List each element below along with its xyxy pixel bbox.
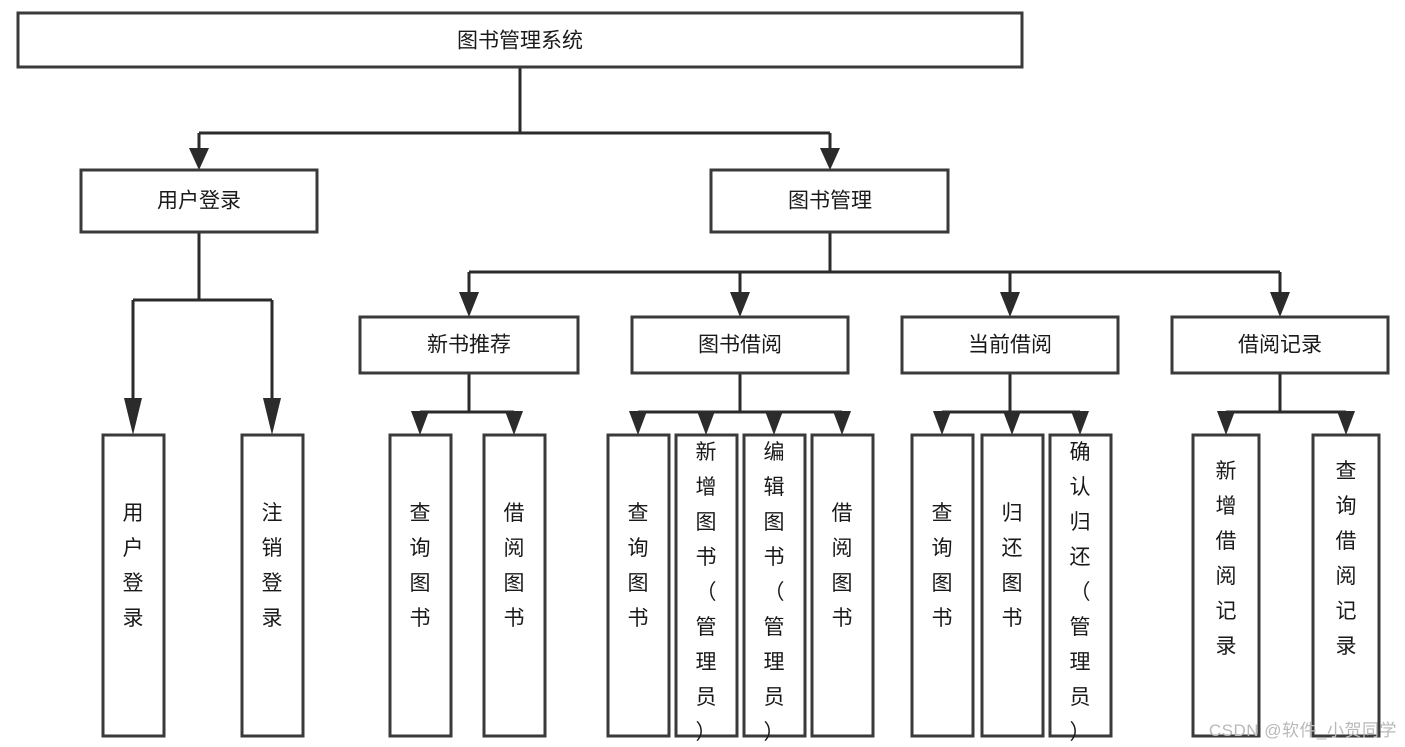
arrow-leaf-add-record [1217, 411, 1235, 435]
node-user-login-box[interactable] [79, 168, 319, 234]
leaf-borrow-book-recommend-box[interactable] [482, 433, 547, 738]
node-root[interactable]: 图书管理系统 [16, 11, 1024, 69]
arrow-book-borrow [730, 292, 750, 317]
arrow-leaf-query-book-1 [411, 411, 429, 435]
leaf-return-book-label: 归还图书 [1002, 502, 1023, 630]
arrow-leaf-query-book-3 [933, 411, 951, 435]
leaf-logout-box[interactable] [240, 433, 305, 738]
node-root-box[interactable] [16, 11, 1024, 69]
leaf-query-borrow-record-label: 查询借阅记录 [1336, 460, 1357, 658]
node-current-borrow-label: 当前借阅 [968, 334, 1052, 357]
leaf-confirm-return[interactable]: 确认归还（管理员） [1048, 433, 1113, 744]
leaf-borrow-book-box[interactable] [810, 433, 875, 738]
arrow-leaf-borrow-book-2 [833, 411, 851, 435]
node-user-login-label: 用户登录 [157, 190, 241, 213]
leaf-return-book-box[interactable] [980, 433, 1045, 738]
node-book-manage-box[interactable] [709, 168, 950, 234]
arrow-book-manage [820, 148, 840, 170]
arrow-leaf-user-login [124, 398, 142, 435]
leaf-add-borrow-record-label: 新增借阅记录 [1216, 460, 1237, 658]
node-book-manage[interactable]: 图书管理 [709, 168, 950, 234]
node-borrow-record[interactable]: 借阅记录 [1170, 315, 1390, 375]
leaf-query-book-recommend[interactable]: 查询图书 [388, 433, 453, 738]
leaf-user-login-label: 用户登录 [123, 502, 144, 630]
node-new-book-recommend-box[interactable] [358, 315, 580, 375]
node-book-borrow-label: 图书借阅 [698, 334, 782, 357]
leaf-add-borrow-record-box[interactable] [1191, 433, 1261, 738]
leaf-borrow-book-recommend-label: 借阅图书 [504, 502, 525, 630]
node-new-book-recommend-label: 新书推荐 [427, 334, 511, 357]
leaf-edit-book[interactable]: 编辑图书（管理员） [742, 433, 807, 744]
csdn-watermark: CSDN @软件_小贺同学 [1208, 721, 1397, 740]
leaf-query-book-borrow-label: 查询图书 [628, 502, 649, 630]
connector-layer [124, 67, 1355, 435]
leaf-borrow-book-label: 借阅图书 [832, 502, 853, 630]
leaf-logout[interactable]: 注销登录 [240, 433, 305, 738]
leaf-borrow-book-recommend[interactable]: 借阅图书 [482, 433, 547, 738]
arrow-leaf-logout [263, 398, 281, 435]
arrow-leaf-confirm-return [1071, 411, 1089, 435]
node-current-borrow-box[interactable] [900, 315, 1120, 375]
arrow-leaf-add-book [697, 411, 715, 435]
arrow-leaf-query-record [1337, 411, 1355, 435]
leaf-confirm-return-label: 确认归还（管理员） [1070, 441, 1091, 744]
leaf-logout-label: 注销登录 [262, 502, 283, 630]
arrow-current-borrow [1000, 292, 1020, 317]
leaf-add-borrow-record[interactable]: 新增借阅记录 [1191, 433, 1261, 738]
leaf-query-book-current[interactable]: 查询图书 [910, 433, 975, 738]
node-book-borrow[interactable]: 图书借阅 [630, 315, 850, 375]
node-borrow-record-box[interactable] [1170, 315, 1390, 375]
leaf-query-book-borrow-box[interactable] [606, 433, 671, 738]
leaf-add-book-box[interactable] [674, 433, 739, 738]
leaf-return-book[interactable]: 归还图书 [980, 433, 1045, 738]
node-book-manage-label: 图书管理 [788, 190, 872, 213]
arrow-leaf-borrow-book-1 [505, 411, 523, 435]
arrow-leaf-query-book-2 [629, 411, 647, 435]
leaf-borrow-book[interactable]: 借阅图书 [810, 433, 875, 738]
node-root-label: 图书管理系统 [457, 30, 583, 53]
leaf-edit-book-label: 编辑图书（管理员） [764, 441, 785, 744]
leaf-confirm-return-box[interactable] [1048, 433, 1113, 738]
leaf-query-book-borrow[interactable]: 查询图书 [606, 433, 671, 738]
leaf-user-login-box[interactable] [101, 433, 166, 738]
node-current-borrow[interactable]: 当前借阅 [900, 315, 1120, 375]
leaf-query-borrow-record-box[interactable] [1311, 433, 1381, 738]
node-borrow-record-label: 借阅记录 [1238, 334, 1322, 357]
leaf-query-book-recommend-label: 查询图书 [410, 502, 431, 630]
leaf-add-book[interactable]: 新增图书（管理员） [674, 433, 739, 744]
leaf-query-book-current-label: 查询图书 [932, 502, 953, 630]
node-book-borrow-box[interactable] [630, 315, 850, 375]
leaf-query-borrow-record[interactable]: 查询借阅记录 [1311, 433, 1381, 738]
arrow-new-book [459, 292, 479, 317]
leaf-query-book-recommend-box[interactable] [388, 433, 453, 738]
node-user-login[interactable]: 用户登录 [79, 168, 319, 234]
node-new-book-recommend[interactable]: 新书推荐 [358, 315, 580, 375]
arrow-leaf-edit-book [765, 411, 783, 435]
leaf-edit-book-box[interactable] [742, 433, 807, 738]
arrow-user-login [189, 148, 209, 170]
arrow-leaf-return-book [1003, 411, 1021, 435]
leaf-query-book-current-box[interactable] [910, 433, 975, 738]
leaf-add-book-label: 新增图书（管理员） [696, 441, 717, 744]
arrow-borrow-record [1270, 292, 1290, 317]
leaf-user-login[interactable]: 用户登录 [101, 433, 166, 738]
